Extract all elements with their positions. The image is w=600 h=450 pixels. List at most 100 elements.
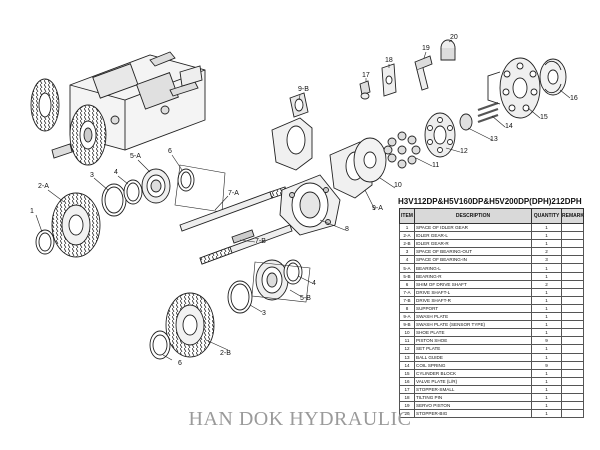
callout-9a: 9-A	[372, 205, 383, 212]
cell-description: IDLER GEAR-R	[414, 239, 532, 249]
cell-description: PISTON SHOE	[414, 336, 532, 346]
callout-7b: 7-B	[255, 238, 266, 245]
cell-description: BEARING-R	[414, 271, 532, 281]
cell-remark	[561, 287, 584, 297]
cell-description: COIL SPRING	[414, 360, 532, 370]
cell-item: 10	[399, 328, 415, 338]
cell-quantity: 1	[531, 287, 562, 297]
servo-parts	[359, 39, 456, 100]
callout-9b: 9-B	[298, 86, 309, 93]
cell-quantity: 1	[531, 271, 562, 281]
cell-remark	[561, 384, 584, 394]
cell-item: 5-B	[399, 271, 415, 281]
cell-remark	[561, 231, 584, 241]
cell-description: DRIVE SHAFT-R	[414, 295, 532, 305]
callout-7a: 7-A	[228, 190, 239, 197]
brand-watermark: HAN DOK HYDRAULIC	[188, 408, 412, 430]
callout-5b: 5-B	[300, 295, 311, 302]
cell-description: SHIM OF DRIVE SHAFT	[414, 279, 532, 289]
cell-remark	[561, 247, 584, 257]
cell-quantity: 1	[531, 312, 562, 322]
cell-quantity: 1	[531, 295, 562, 305]
assembled-pump-drawing	[30, 51, 206, 166]
cell-remark	[561, 368, 584, 378]
cell-item: 15	[399, 368, 415, 378]
cell-item: 4	[399, 255, 415, 265]
cell-description: SWASH PLATE (SENSOR TYPE)	[414, 320, 532, 330]
drive-shafts	[179, 186, 293, 265]
cell-remark	[561, 222, 584, 233]
cell-description: IDLER GEAR-L	[414, 231, 532, 241]
col-header-remark: REMARK	[561, 208, 584, 224]
parts-table-header: ITEM DESCRIPTION QUANTITY REMARK	[399, 208, 584, 224]
cell-item: 7-A	[399, 287, 415, 297]
cell-item: 1	[399, 222, 415, 233]
col-header-quantity: QUANTITY	[531, 208, 562, 224]
parts-table-title: H3V112DP&H5V160DP&H5V200DP(DPH)212DPH	[398, 197, 582, 206]
cell-item: 12	[399, 344, 415, 354]
callout-18: 18	[385, 57, 393, 64]
cell-quantity: 1	[531, 368, 562, 378]
cell-remark	[561, 320, 584, 330]
cell-remark	[561, 271, 584, 281]
cell-remark	[561, 360, 584, 370]
cell-quantity: 1	[531, 263, 562, 273]
cell-remark	[561, 255, 584, 265]
cell-item: 18	[399, 392, 415, 403]
cell-description: STOPPER-SMALL	[414, 384, 532, 394]
cell-item: 9-A	[399, 312, 415, 322]
cell-quantity: 1	[531, 328, 562, 338]
cell-quantity: 1	[531, 222, 562, 233]
cell-remark	[561, 263, 584, 273]
callout-3b: 3	[262, 310, 266, 317]
callout-14: 14	[505, 123, 513, 130]
cell-quantity: 9	[531, 336, 562, 346]
callout-16: 16	[570, 95, 578, 102]
cell-item: 11	[399, 336, 415, 346]
cell-item: 14	[399, 360, 415, 370]
cell-quantity: 3	[531, 255, 562, 265]
cell-remark	[561, 392, 584, 403]
cell-quantity: 1	[531, 303, 562, 314]
cell-description: VALVE PLATE (L/R)	[414, 376, 532, 386]
callout-15: 15	[540, 114, 548, 121]
left-gear-train	[35, 164, 226, 258]
cell-remark	[561, 328, 584, 338]
rotating-group-rear	[487, 57, 567, 119]
support-drawing	[279, 174, 341, 236]
callout-3: 3	[90, 172, 94, 179]
cell-remark	[561, 409, 584, 419]
cell-remark	[561, 344, 584, 354]
callout-8: 8	[345, 226, 349, 233]
cell-quantity: 9	[531, 360, 562, 370]
callout-5a: 5-A	[130, 153, 141, 160]
leader-lines	[35, 39, 571, 361]
cell-remark	[561, 352, 584, 362]
callout-4: 4	[114, 169, 118, 176]
cell-description: SPACE OF BEARING-OUT	[414, 247, 532, 257]
cell-item: 6	[399, 279, 415, 289]
cell-description: BALL GUIDE	[414, 352, 532, 362]
callout-10: 10	[394, 182, 402, 189]
cell-quantity: 1	[531, 344, 562, 354]
cell-quantity: 2	[531, 279, 562, 289]
callout-2a: 2-A	[38, 183, 49, 190]
